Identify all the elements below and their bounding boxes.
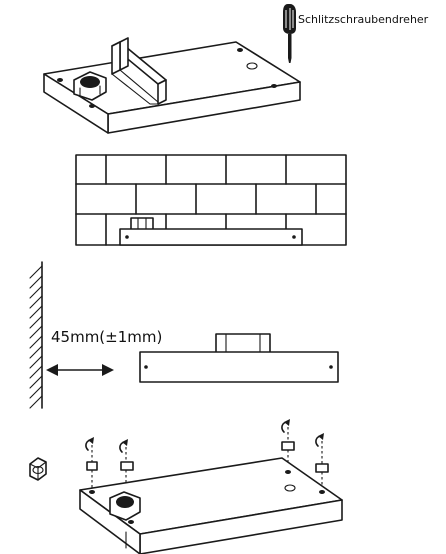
mount-hole <box>237 48 243 52</box>
mount-hole <box>271 84 277 88</box>
step3-wall-distance: 45mm(±1mm) <box>29 261 339 409</box>
distance-label: 45mm(±1mm) <box>51 328 162 346</box>
base-side-face <box>43 73 109 134</box>
wall-hatch <box>29 265 43 409</box>
step2-brick-wall <box>75 154 347 246</box>
step4-base-with-screws <box>29 419 343 554</box>
mount-hole <box>57 78 63 82</box>
screw-right-1 <box>281 419 295 472</box>
screw-hole <box>246 62 258 70</box>
mount-hole <box>89 490 95 494</box>
wall-bracket <box>119 217 303 246</box>
vertical-bracket <box>111 37 167 105</box>
mount-hole <box>89 104 95 108</box>
double-arrow-icon <box>46 364 114 376</box>
adjustable-foot <box>109 491 141 521</box>
screwdriver-icon <box>283 4 296 63</box>
mount-hole <box>319 490 325 494</box>
tool-label: Schlitzschraubendreher <box>298 13 429 26</box>
step1-base-with-bracket: Schlitzschraubendreher <box>43 4 429 134</box>
mount-hole <box>285 470 291 474</box>
screw-right-2 <box>315 433 329 490</box>
base-side-face <box>79 489 141 554</box>
screw-left-1 <box>85 437 98 490</box>
adjustable-foot <box>73 71 107 101</box>
mount-hole <box>128 520 134 524</box>
hex-nut-icon <box>29 457 47 481</box>
bracket-side-view <box>139 333 339 383</box>
screw-hole <box>284 484 296 492</box>
